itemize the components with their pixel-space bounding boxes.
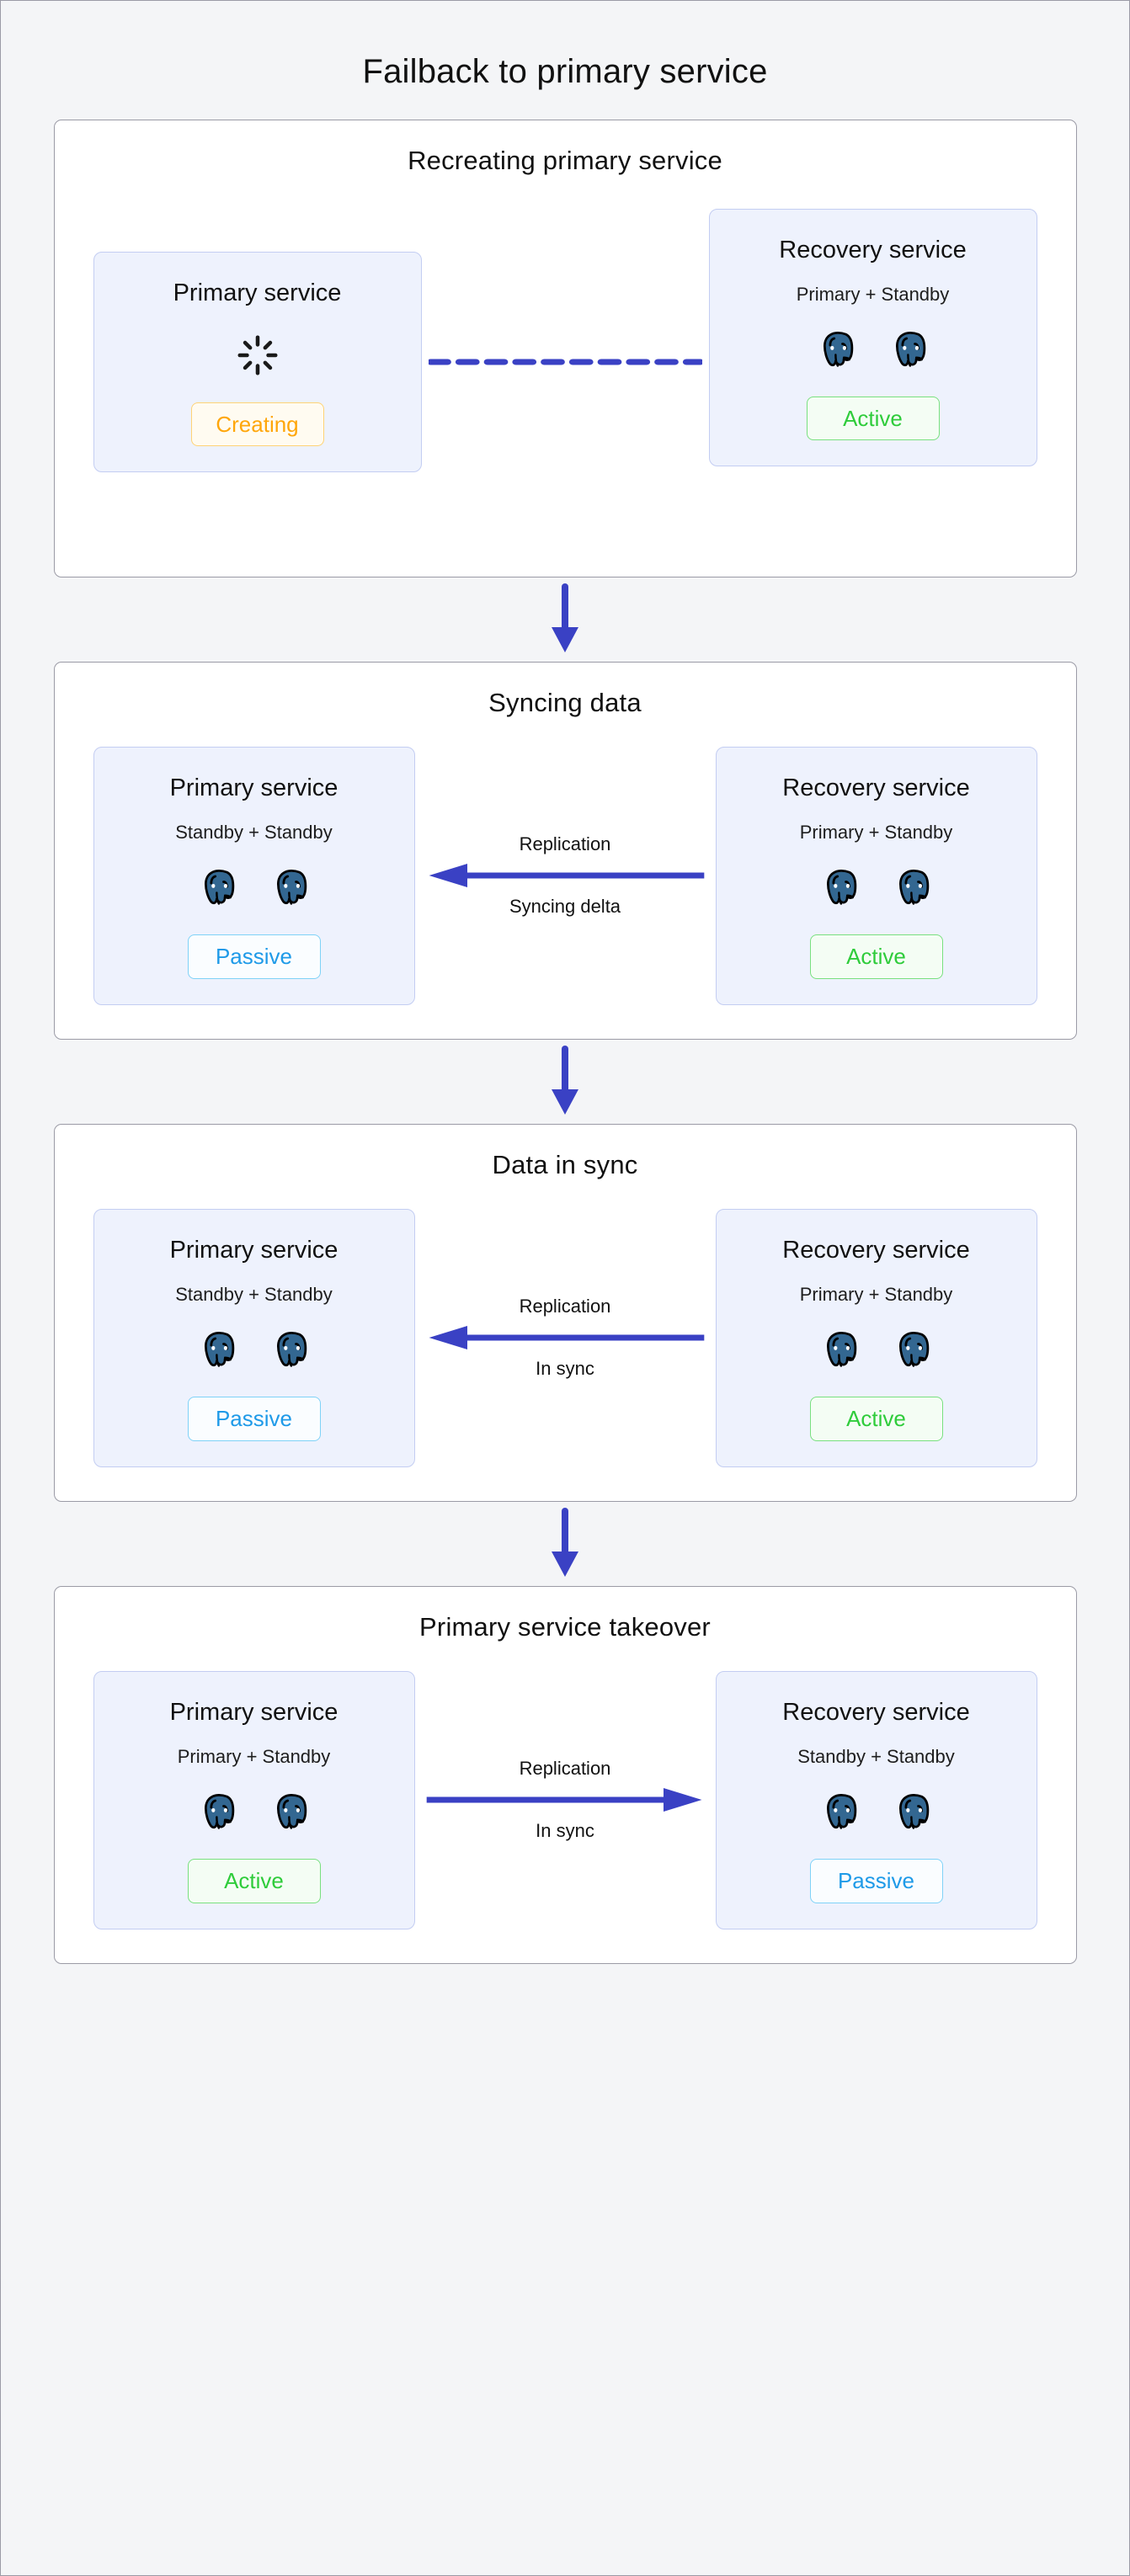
service-name: Primary service [169, 774, 338, 801]
node-group [196, 1790, 312, 1834]
replication-connector: Replication In sync [415, 1296, 716, 1380]
node-group [815, 327, 931, 371]
recovery-service-card[interactable]: Recovery service Standby + Standby [715, 1670, 1037, 1929]
stage-panel-takeover: Primary service takeover Primary service… [53, 1585, 1077, 1964]
node-group [196, 865, 312, 909]
dashed-link [428, 349, 702, 375]
status-badge: Passive [809, 1858, 943, 1903]
recovery-service-card[interactable]: Recovery service Primary + Standby [715, 1208, 1037, 1467]
status-badge: Passive [187, 1397, 321, 1441]
stage-list: Recreating primary service Primary servi… [53, 120, 1077, 1964]
stage-title: Recreating primary service [408, 146, 722, 175]
postgresql-elephant-icon [204, 1793, 234, 1829]
service-name: Recovery service [782, 1698, 970, 1726]
primary-service-card[interactable]: Primary service Creating [93, 251, 422, 473]
primary-service-card[interactable]: Primary service Standby + Standby [93, 1208, 415, 1467]
service-topology: Primary + Standby [799, 1284, 953, 1306]
postgresql-elephant-icon [898, 1793, 929, 1829]
page-title: Failback to primary service [362, 53, 768, 90]
node-group [196, 1328, 312, 1371]
stage-body: Primary service Standby + Standby [55, 747, 1076, 1005]
arrow-left-link [422, 1325, 709, 1350]
service-topology: Standby + Standby [797, 1745, 955, 1767]
recovery-service-card[interactable]: Recovery service Primary + Standby [708, 208, 1037, 467]
service-name: Recovery service [782, 774, 970, 801]
stage-body: Primary service Primary + Standby [55, 1670, 1076, 1929]
stage-body: Primary service Standby + Standby [55, 1208, 1076, 1467]
postgresql-elephant-icon [276, 1332, 306, 1367]
replication-status-label: In sync [536, 1358, 594, 1380]
replication-status-label: In sync [536, 1820, 594, 1842]
node-group [818, 865, 935, 909]
stage-title: Syncing data [488, 688, 642, 717]
replication-status-label: Syncing delta [509, 896, 621, 918]
service-topology: Standby + Standby [175, 822, 333, 844]
recovery-service-card[interactable]: Recovery service Primary + Standby [715, 747, 1037, 1005]
postgresql-elephant-icon [895, 331, 925, 367]
flow-arrow-1 [54, 577, 1077, 662]
primary-service-card[interactable]: Primary service Standby + Standby [93, 747, 415, 1005]
service-name: Primary service [169, 1698, 338, 1726]
stage-title: Data in sync [492, 1149, 638, 1179]
service-name: Primary service [173, 279, 342, 306]
service-topology: Standby + Standby [175, 1284, 333, 1306]
status-badge: Active [809, 934, 943, 979]
status-badge: Creating [190, 402, 324, 447]
service-name: Primary service [169, 1236, 338, 1264]
postgresql-elephant-icon [826, 1793, 856, 1829]
arrow-down-icon [552, 1507, 578, 1577]
postgresql-elephant-icon [204, 1332, 234, 1367]
stage-title: Primary service takeover [419, 1611, 711, 1642]
status-badge: Active [809, 1397, 943, 1441]
postgresql-elephant-icon [823, 331, 853, 367]
node-group [818, 1790, 935, 1834]
postgresql-elephant-icon [276, 870, 306, 905]
primary-service-card[interactable]: Primary service Primary + Standby [93, 1670, 415, 1929]
service-name: Recovery service [782, 1236, 970, 1264]
status-badge: Active [806, 396, 940, 441]
service-topology: Primary + Standby [799, 822, 953, 844]
node-group [818, 1328, 935, 1371]
postgresql-elephant-icon [826, 870, 856, 905]
service-topology: Primary + Standby [796, 283, 950, 305]
postgresql-elephant-icon [826, 1332, 856, 1367]
replication-label: Replication [519, 1758, 611, 1780]
spinner-icon [237, 335, 278, 375]
stage-panel-insync: Data in sync Primary service Standby + S… [53, 1123, 1077, 1502]
arrow-down-icon [552, 1045, 578, 1115]
stage-panel-sync: Syncing data Primary service Standby + S… [53, 662, 1077, 1040]
postgresql-elephant-icon [276, 1793, 306, 1829]
postgresql-elephant-icon [898, 870, 929, 905]
stage-body: Primary service Creating [55, 181, 1076, 543]
replication-connector: Replication In sync [415, 1758, 716, 1842]
status-badge: Passive [187, 934, 321, 979]
arrow-left-link [422, 863, 709, 888]
postgresql-elephant-icon [204, 870, 234, 905]
replication-connector [422, 349, 709, 375]
replication-label: Replication [519, 833, 611, 855]
postgresql-elephant-icon [898, 1332, 929, 1367]
arrow-down-icon [552, 583, 578, 652]
arrow-right-link [422, 1787, 709, 1812]
service-name: Recovery service [779, 236, 967, 263]
stage-panel-recreate: Recreating primary service Primary servi… [53, 120, 1077, 577]
replication-label: Replication [519, 1296, 611, 1317]
replication-connector: Replication Syncing delta [415, 833, 716, 918]
flow-arrow-2 [54, 1040, 1077, 1124]
status-badge: Active [187, 1858, 321, 1903]
service-topology: Primary + Standby [177, 1745, 331, 1767]
flow-arrow-3 [54, 1502, 1077, 1586]
